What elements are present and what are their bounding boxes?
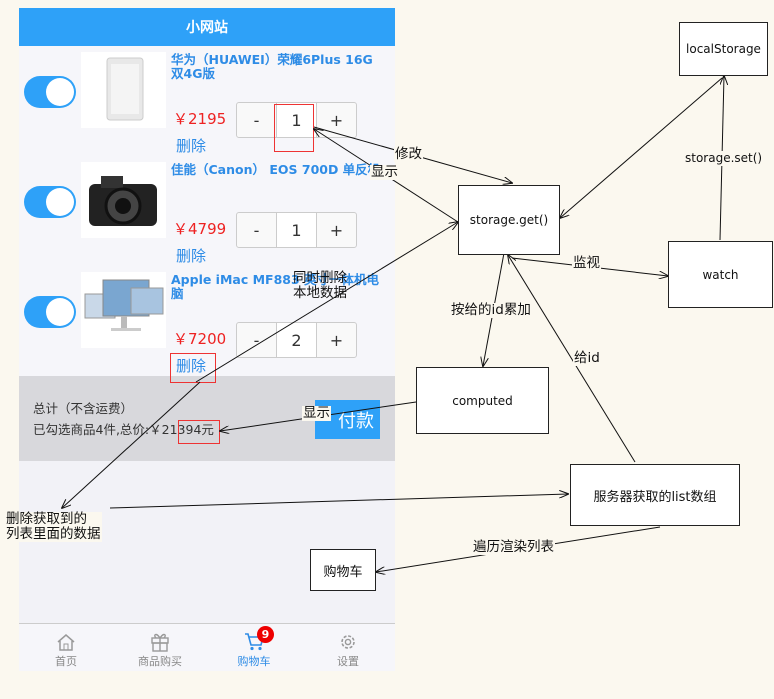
quantity-stepper: - 1 +: [236, 212, 357, 248]
decrement-button[interactable]: -: [253, 330, 260, 350]
select-toggle[interactable]: [24, 296, 76, 328]
total-amount: 已勾选商品4件,总价:￥21394元: [33, 422, 214, 437]
product-price: ￥7200: [173, 330, 227, 348]
label-monitor: 监视: [572, 255, 601, 271]
label-show-total: 显示: [302, 405, 331, 421]
label-storage-set: storage.set(): [684, 151, 764, 166]
highlight-delete-box: [170, 353, 216, 383]
arrow-sync-delete: [195, 222, 458, 383]
delete-link[interactable]: 删除: [176, 247, 207, 265]
app-title: 小网站: [186, 20, 228, 36]
select-toggle[interactable]: [24, 186, 76, 218]
arrow-local-to-get: [560, 77, 723, 218]
decrement-button[interactable]: -: [253, 220, 260, 240]
label-modify: 修改: [394, 146, 423, 162]
quantity-input[interactable]: 1: [276, 213, 317, 247]
total-caption: 总计（不含运费）: [33, 401, 134, 416]
tab-label: 购物车: [237, 655, 271, 668]
label-accumulate: 按给的id累加: [450, 302, 532, 318]
quantity-stepper: - 2 +: [236, 322, 357, 358]
product-name[interactable]: 华为（HUAWEI）荣耀6Plus 16G 双4G版: [171, 53, 373, 81]
cart-item: Apple iMac MF883 英寸一体机电脑 ￥7200 删除 - 2 +: [19, 266, 395, 377]
label-show-qty: 显示: [370, 164, 399, 180]
node-watch: watch: [668, 241, 773, 308]
product-name[interactable]: Apple iMac MF883 英寸一体机电脑: [171, 273, 380, 301]
node-computed: computed: [416, 367, 549, 434]
gear-icon: [341, 635, 355, 649]
quantity-input[interactable]: 1: [276, 103, 317, 137]
cart-count-badge: 9: [257, 626, 274, 643]
tab-label: 首页: [55, 655, 77, 668]
increment-button[interactable]: +: [329, 330, 344, 350]
label-delete-list: 删除获取到的 列表里面的数据: [5, 511, 102, 542]
product-image-imac: [81, 272, 166, 348]
product-price: ￥4799: [173, 220, 227, 238]
arrow-delete-list: [62, 381, 201, 508]
tab-shop[interactable]: 商品购买: [113, 624, 207, 671]
cart-item: 华为（HUAWEI）荣耀6Plus 16G 双4G版 ￥2195 删除 - 1 …: [19, 46, 395, 157]
increment-button[interactable]: +: [329, 220, 344, 240]
tab-bar: 首页 商品购买 购物车 9 设置: [19, 623, 395, 671]
node-cart: 购物车: [310, 549, 376, 591]
label-render: 遍历渲染列表: [472, 539, 555, 555]
product-price: ￥2195: [173, 110, 227, 128]
label-give-id: 给id: [573, 350, 601, 366]
product-image-phone: [81, 52, 166, 128]
cart-summary: 总计（不含运费） 已勾选商品4件,总价:￥21394元 付款: [19, 376, 395, 461]
node-server-list: 服务器获取的list数组: [570, 464, 740, 526]
decrement-button[interactable]: -: [253, 110, 260, 130]
product-name[interactable]: 佳能（Canon） EOS 700D 单反机: [171, 163, 381, 177]
arrow-server-to-list: [109, 494, 568, 509]
increment-button[interactable]: +: [329, 110, 344, 130]
product-image-camera: [81, 162, 166, 238]
tab-cart[interactable]: 购物车 9: [207, 624, 301, 671]
tab-home[interactable]: 首页: [19, 624, 113, 671]
delete-link[interactable]: 删除: [176, 137, 207, 155]
node-storage-get: storage.get(): [458, 185, 560, 255]
home-icon: [57, 634, 75, 651]
tab-settings[interactable]: 设置: [301, 624, 395, 671]
node-local-storage: localStorage: [679, 22, 768, 76]
quantity-stepper: - 1 +: [236, 102, 357, 138]
tab-label: 商品购买: [138, 655, 182, 668]
select-toggle[interactable]: [24, 76, 76, 108]
cart-item: 佳能（Canon） EOS 700D 单反机 ￥4799 删除 - 1 +: [19, 156, 395, 267]
gift-icon: [151, 633, 169, 652]
arrow-give-id: [508, 255, 636, 463]
tab-label: 设置: [337, 655, 359, 668]
app-header: 小网站: [19, 8, 395, 46]
label-sync-delete: 同时删除 本地数据: [293, 270, 347, 301]
delete-link[interactable]: 删除: [176, 357, 207, 375]
phone-screen: 小网站 华为（HUAWEI）荣耀6Plus 16G 双4G版 ￥2195 删除 …: [19, 8, 395, 671]
